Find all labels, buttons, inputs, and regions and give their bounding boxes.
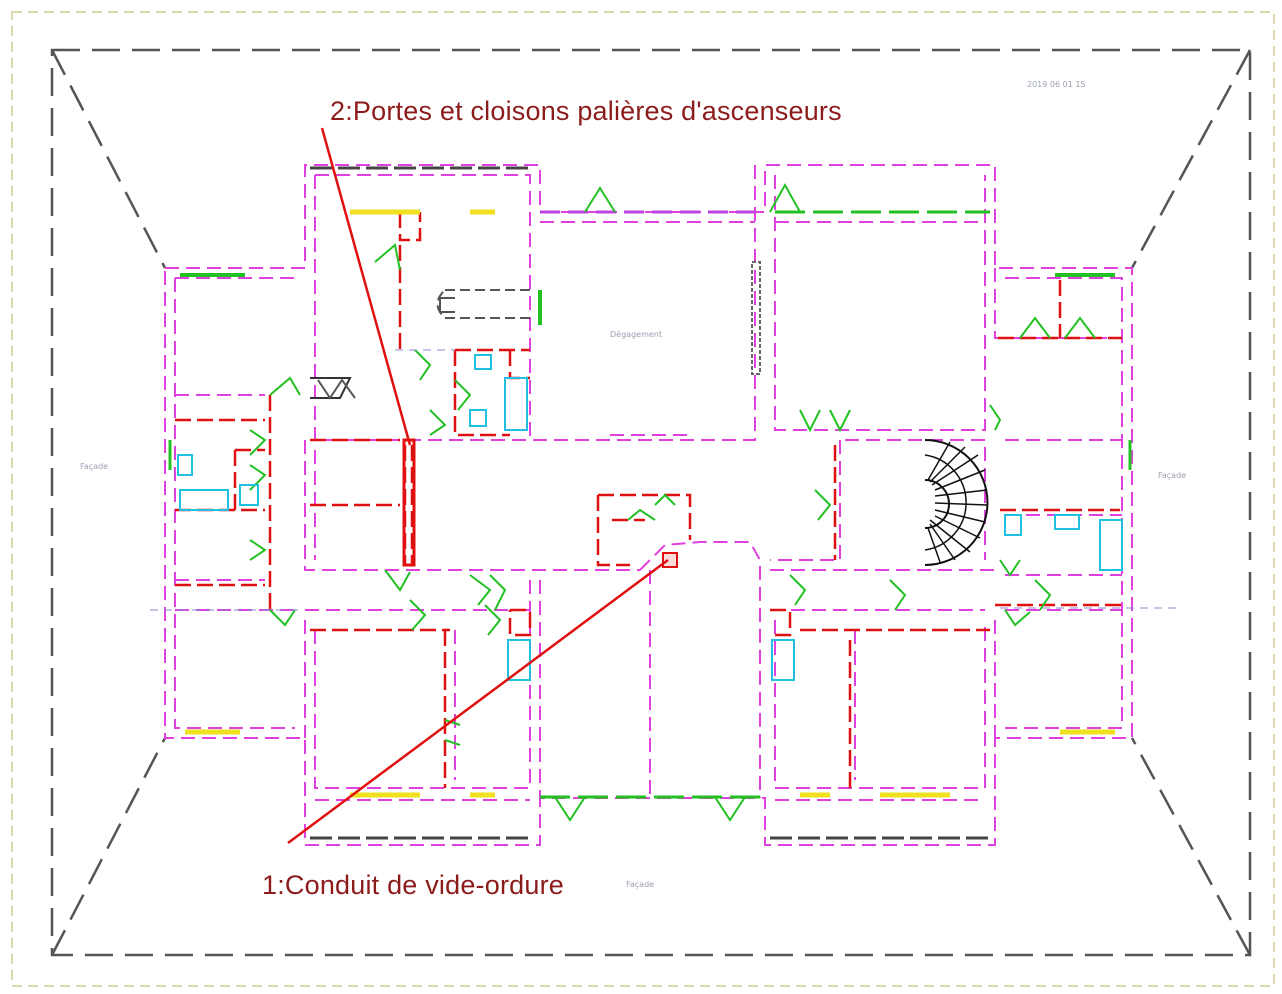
center-room-label: Dégagement xyxy=(610,330,662,339)
partitions xyxy=(175,212,1122,790)
facade-label-left: Façade xyxy=(80,462,109,471)
building-outline xyxy=(50,48,1252,957)
date-stamp: 2019 06 01 15 xyxy=(1027,80,1086,89)
axis-lines xyxy=(150,349,1180,611)
windows xyxy=(185,209,1115,798)
lift-shaft-partition xyxy=(402,438,416,567)
edge-dashes xyxy=(310,166,990,840)
callout-lift-doors: 2:Portes et cloisons palières d'ascenseu… xyxy=(330,96,842,126)
refuse-chute-shaft xyxy=(662,552,678,568)
drawing-frame xyxy=(11,11,1275,987)
fixtures xyxy=(177,354,1123,681)
counter xyxy=(310,289,530,400)
leader-line-2 xyxy=(320,127,412,446)
leader-line-1 xyxy=(287,558,669,845)
facade-label-bottom: Façade xyxy=(626,880,655,889)
callout-refuse-chute: 1:Conduit de vide-ordure xyxy=(262,870,564,900)
spiral-staircase xyxy=(924,439,989,566)
sliding-panel xyxy=(751,261,761,375)
doors xyxy=(168,182,1132,822)
leader-lines xyxy=(287,127,669,845)
facade-label-right: Façade xyxy=(1158,471,1187,480)
